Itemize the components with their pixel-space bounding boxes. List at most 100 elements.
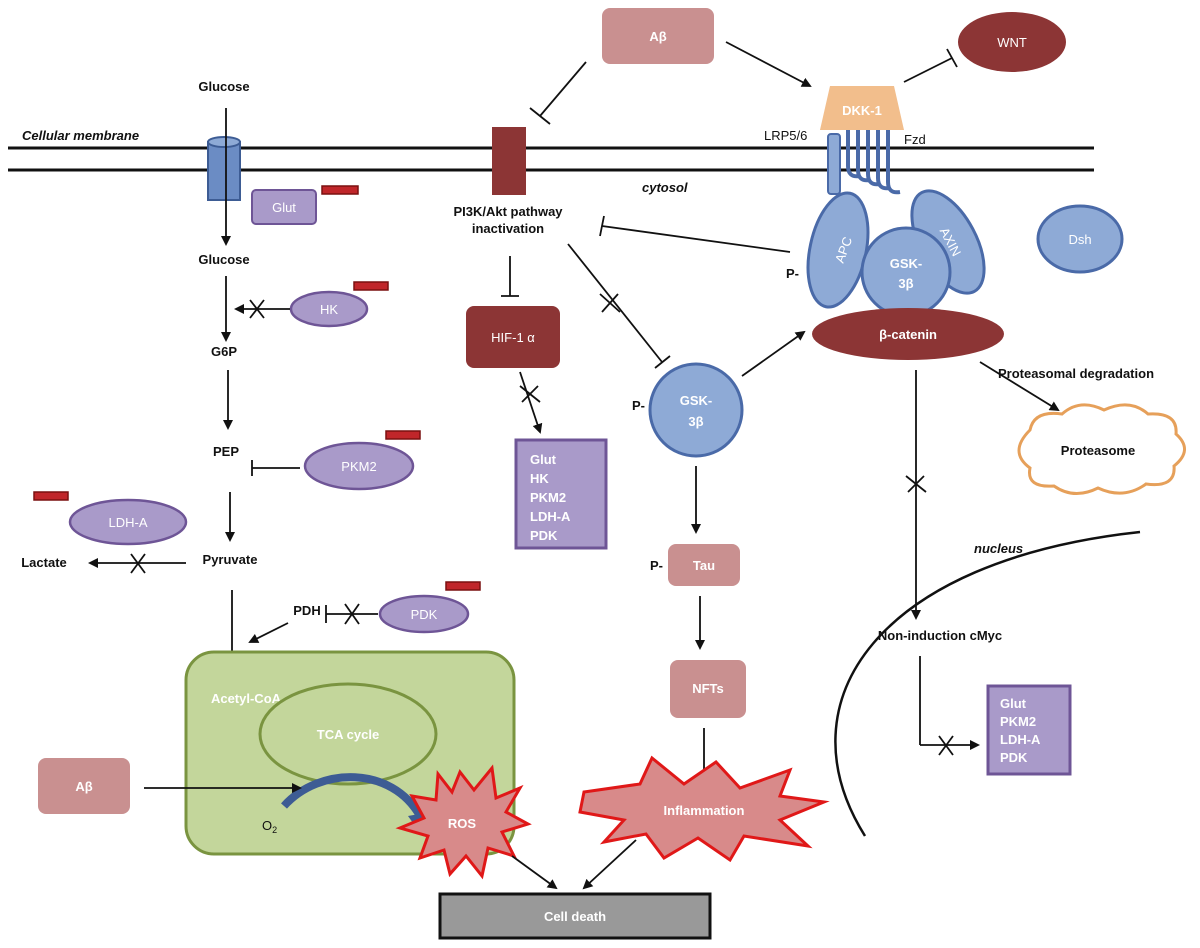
hk-downregulated-bar xyxy=(353,281,389,291)
tau-box xyxy=(668,544,740,586)
inflammation-burst xyxy=(578,755,830,863)
cmyc-target-genes-box xyxy=(986,684,1072,776)
gsk3b-complex-line1: GSK- xyxy=(890,256,923,271)
pi3k-receptor xyxy=(492,127,526,195)
o2-reduction-arc xyxy=(281,773,424,819)
glucose-intracellular: Glucose xyxy=(198,252,249,267)
ros-label: ROS xyxy=(448,816,477,831)
cmyc-target-1: PKM2 xyxy=(1000,714,1036,729)
hif-blocked-cross xyxy=(519,385,541,403)
proteasome-label: Proteasome xyxy=(1061,443,1135,458)
arrow-abeta-dkk1 xyxy=(725,41,812,87)
lrp-receptor xyxy=(827,133,841,195)
membrane-label: Cellular membrane xyxy=(22,128,139,143)
arrow-hif-targets xyxy=(519,371,543,434)
nucleus-envelope xyxy=(834,530,1141,837)
arrow-pdh-conversion xyxy=(248,622,289,643)
glut-downregulated-bar xyxy=(321,185,359,195)
tca-cycle xyxy=(258,682,438,786)
wnt-complex-inhibits-pi3k xyxy=(599,215,791,253)
lrp-label: LRP5/6 xyxy=(764,128,807,143)
wnt-label: WNT xyxy=(997,35,1027,50)
complex-phospho: P- xyxy=(786,266,799,281)
proteasome-cloud xyxy=(1017,403,1186,495)
cmyc-label: Non-induction cMyc xyxy=(878,628,1002,643)
bcatenin-blocked-cross xyxy=(905,475,927,493)
ldha-enzyme xyxy=(68,498,188,546)
glut-label: Glut xyxy=(272,200,296,215)
ldha-downregulated-bar xyxy=(33,491,69,501)
o2-label: O2 xyxy=(262,818,277,835)
pkm2-downregulated-bar xyxy=(385,430,421,440)
cmyc-to-targets xyxy=(919,656,980,756)
pi3k-inhibits-gsk3b-blocked xyxy=(567,243,671,369)
glut-transporter-channel xyxy=(207,136,241,201)
abeta-inhibits-pi3k xyxy=(529,61,587,125)
hif-target-2: PKM2 xyxy=(530,490,566,505)
dsh-protein xyxy=(1036,204,1124,274)
dkk1-label: DKK-1 xyxy=(842,103,882,118)
cmyc-target-3: PDK xyxy=(1000,750,1028,765)
gsk3b-complex xyxy=(860,226,952,318)
abeta-top-label: Aβ xyxy=(649,29,666,44)
fzd-receptor xyxy=(846,130,901,195)
pdk-label: PDK xyxy=(411,607,438,622)
nfts-box xyxy=(670,660,746,718)
hif-target-1: HK xyxy=(530,471,549,486)
pkm2-inhibition xyxy=(251,460,300,476)
pi3k-inhibits-hif xyxy=(501,256,519,297)
hk-enzyme xyxy=(289,290,369,328)
gsk3b-line2: 3β xyxy=(688,414,703,429)
pep-label: PEP xyxy=(213,444,239,459)
arrow-gsk3b-bcatenin xyxy=(741,330,806,377)
arrow-bcatenin-proteasome xyxy=(979,361,1060,412)
nfts-label: NFTs xyxy=(692,681,724,696)
abeta-top-box xyxy=(602,8,714,64)
pi3k-line2: inactivation xyxy=(472,221,544,236)
dkk1-protein xyxy=(820,86,904,130)
fzd-label: Fzd xyxy=(904,132,926,147)
glut-box xyxy=(251,189,317,225)
cmyc-target-2: LDH-A xyxy=(1000,732,1041,747)
gsk3b-phospho: P- xyxy=(632,398,645,413)
pdh-label: PDH xyxy=(293,603,320,618)
inflammation-label: Inflammation xyxy=(664,803,745,818)
pkm2-label: PKM2 xyxy=(341,459,376,474)
cytosol-label: cytosol xyxy=(642,180,688,195)
hk-blocked-cross xyxy=(249,299,265,319)
bcatenin-label: β-catenin xyxy=(879,327,937,342)
gsk3b-center xyxy=(648,362,744,458)
hif1a-label: HIF-1 α xyxy=(491,330,535,345)
hif-target-0: Glut xyxy=(530,452,557,467)
pyruvate-label: Pyruvate xyxy=(203,552,258,567)
pdk-enzyme xyxy=(378,594,470,634)
arrow-ros-celldeath xyxy=(511,855,558,890)
gsk3b-complex-line2: 3β xyxy=(898,276,913,291)
ros-burst xyxy=(395,764,532,880)
glucose-extracellular: Glucose xyxy=(198,79,249,94)
wnt-dkk1-inhibition xyxy=(903,48,958,83)
pkm2-enzyme xyxy=(303,441,415,491)
arrow-inflammation-celldeath xyxy=(582,839,637,890)
tau-phospho: P- xyxy=(650,558,663,573)
nucleus-label: nucleus xyxy=(974,541,1023,556)
cmyc-target-0: Glut xyxy=(1000,696,1027,711)
hif1a-box xyxy=(466,306,560,368)
proteasomal-degradation-label: Proteasomal degradation xyxy=(998,366,1154,381)
pdk-downregulated-bar xyxy=(445,581,481,591)
lactate-label: Lactate xyxy=(21,555,67,570)
g6p-label: G6P xyxy=(211,344,237,359)
cell-death-box xyxy=(438,892,712,940)
tca-label: TCA cycle xyxy=(317,727,379,742)
tau-label: Tau xyxy=(693,558,715,573)
hif-target-4: PDK xyxy=(530,528,558,543)
lactate-blocked-cross xyxy=(130,553,146,574)
gsk3b-line1: GSK- xyxy=(680,393,713,408)
pdk-inhibition-blocked xyxy=(325,603,378,625)
bcatenin-protein xyxy=(812,308,1004,360)
wnt-ligand xyxy=(958,12,1066,72)
hif-target-3: LDH-A xyxy=(530,509,571,524)
abeta-left-label: Aβ xyxy=(75,779,92,794)
cell-death-label: Cell death xyxy=(544,909,606,924)
